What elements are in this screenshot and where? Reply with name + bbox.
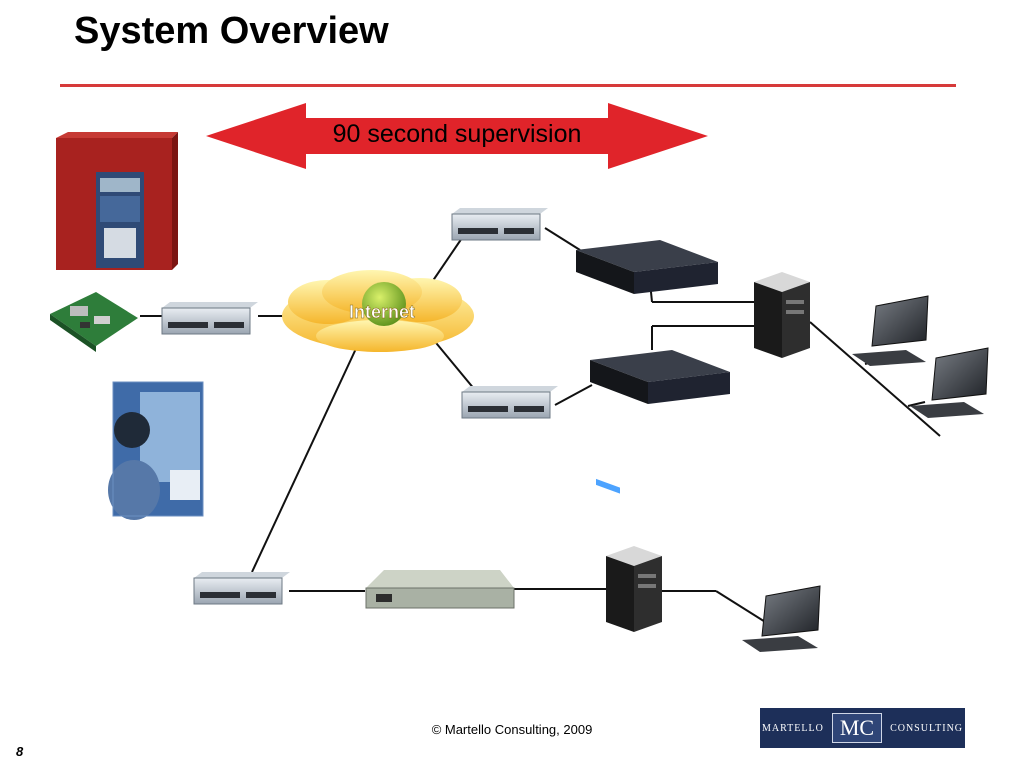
connection-lines bbox=[140, 227, 941, 626]
tower-server-icon bbox=[754, 272, 810, 358]
router-icon bbox=[451, 208, 548, 241]
circuit-board-icon bbox=[50, 292, 138, 352]
rack-server-icon bbox=[590, 350, 730, 404]
router-icon bbox=[193, 572, 290, 605]
rack-server-icon bbox=[576, 240, 718, 494]
company-logo: MARTELLO MC CONSULTING bbox=[760, 708, 965, 748]
logo-mark: MC bbox=[831, 713, 883, 743]
supervision-arrow bbox=[206, 103, 708, 169]
logo-left-text: MARTELLO bbox=[761, 722, 824, 734]
internet-cloud-icon bbox=[282, 270, 474, 352]
logo-right-text: CONSULTING bbox=[890, 722, 964, 734]
page-number: 8 bbox=[16, 744, 24, 759]
internet-label: Internet bbox=[349, 302, 415, 322]
router-icon bbox=[461, 386, 558, 419]
desktop-monitor-icon bbox=[742, 585, 821, 652]
tower-server-icon bbox=[606, 546, 662, 632]
title-divider bbox=[60, 84, 956, 87]
slide-title: System Overview bbox=[74, 10, 389, 52]
router-icon bbox=[161, 302, 258, 335]
fire-alarm-panel-icon bbox=[56, 132, 178, 270]
operator-photo-icon bbox=[108, 381, 204, 520]
supervision-label: 90 second supervision bbox=[332, 120, 582, 148]
desktop-monitor-icon bbox=[852, 295, 929, 366]
rack-appliance-icon bbox=[365, 570, 515, 609]
footer-copyright: © Martello Consulting, 2009 bbox=[431, 722, 593, 737]
desktop-monitor-icon bbox=[910, 347, 989, 418]
